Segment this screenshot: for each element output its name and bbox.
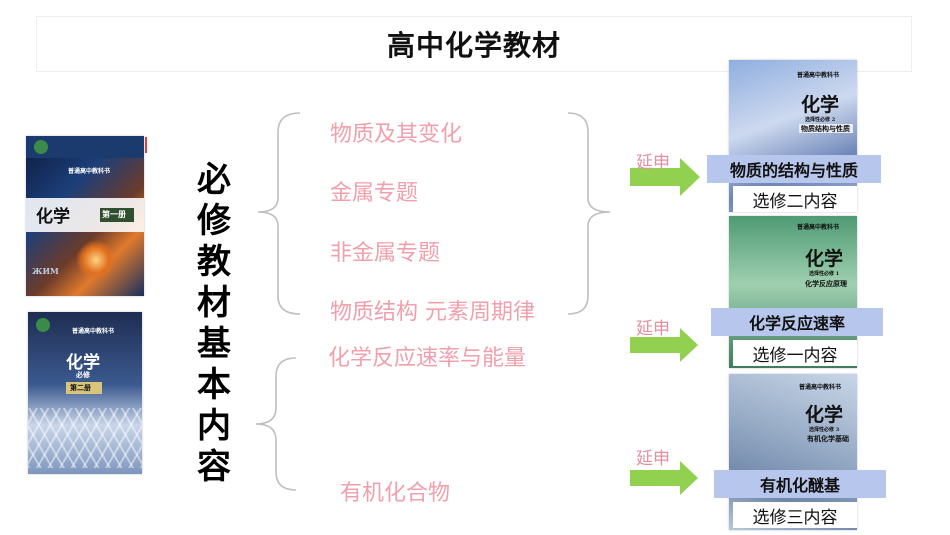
extension-arrow xyxy=(630,158,700,196)
center-label-char: 必 xyxy=(197,160,231,200)
elective-module-caption: 选修一内容 xyxy=(733,340,857,366)
left-brace-group2 xyxy=(255,357,297,491)
center-label-char: 教 xyxy=(197,242,231,282)
book-subtitle: 化学反应原理 xyxy=(805,279,847,288)
publisher-logo xyxy=(34,140,48,154)
extension-label: 延申 xyxy=(636,153,670,173)
center-vertical-label: 必 修 教 材 基 本 内 容 xyxy=(192,160,236,488)
title-box: 高中化学教材 xyxy=(36,16,912,72)
cover-code: ЖИМ xyxy=(32,266,59,276)
book-title: 化学 xyxy=(805,248,844,270)
elective-module-caption: 选修三内容 xyxy=(733,502,857,528)
publisher-logo xyxy=(36,318,50,332)
book-volume: 第一册 xyxy=(102,209,126,219)
center-label-char: 修 xyxy=(197,201,231,241)
topic-item: 物质结构 元素周期律 xyxy=(330,300,535,325)
graphene-lattice xyxy=(28,408,142,468)
topic-item: 金属专题 xyxy=(330,181,419,206)
book-subtitle: 物质结构与性质 xyxy=(801,124,850,133)
book-title: 化学 xyxy=(66,353,100,373)
page-title: 高中化学教材 xyxy=(386,29,561,62)
elective-topic-caption: 化学反应速率 xyxy=(711,308,883,336)
extension-label: 延申 xyxy=(636,319,670,339)
textbook-cover-compulsory-1: 普通高中教科书 化学 第一册 ЖИМ xyxy=(26,136,144,296)
right-brace-group1 xyxy=(567,112,611,315)
elective-topic-caption: 物质的结构与性质 xyxy=(707,155,881,183)
edge-mark xyxy=(145,137,147,153)
center-label-char: 本 xyxy=(197,365,231,405)
elective-topic-caption: 有机化醚基 xyxy=(714,470,886,498)
topic-item: 有机化合物 xyxy=(340,481,451,506)
center-label-char: 基 xyxy=(197,324,231,364)
book-subtitle: 必修 xyxy=(76,370,90,379)
extension-arrow xyxy=(630,461,698,495)
book-volume: 第二册 xyxy=(70,383,91,392)
left-brace-group1 xyxy=(257,112,301,315)
extension-arrow xyxy=(630,328,698,362)
textbook-cover-compulsory-2: 普通高中教科书 化学 必修 第二册 xyxy=(28,312,142,474)
book-subtitle: 有机化学基础 xyxy=(807,434,849,443)
center-label-char: 材 xyxy=(197,283,231,323)
elective-module-caption: 选修二内容 xyxy=(733,186,857,212)
book-title: 化学 xyxy=(801,94,840,116)
book-title: 化学 xyxy=(805,404,844,426)
center-label-char: 容 xyxy=(197,447,231,487)
topic-item: 非金属专题 xyxy=(330,241,441,266)
book-title: 化学 xyxy=(36,207,70,227)
extension-label: 延申 xyxy=(636,449,670,469)
topic-item: 物质及其变化 xyxy=(330,122,463,147)
topic-item: 化学反应速率与能量 xyxy=(328,346,527,371)
center-label-char: 内 xyxy=(197,406,231,446)
